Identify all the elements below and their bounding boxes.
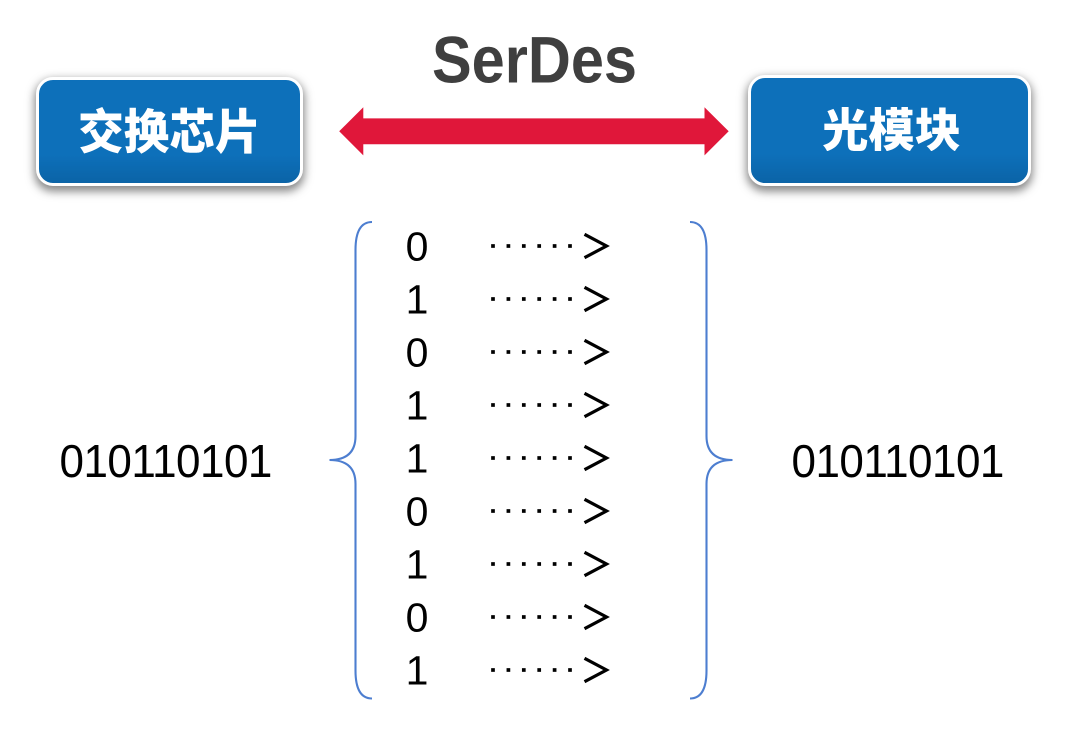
svg-text:0: 0 — [406, 330, 429, 376]
svg-text:1: 1 — [406, 383, 429, 429]
svg-text:0: 0 — [406, 224, 429, 270]
svg-text:010110101: 010110101 — [60, 435, 272, 488]
svg-text:1: 1 — [406, 542, 429, 588]
svg-text:1: 1 — [406, 436, 429, 482]
svg-text:1: 1 — [406, 277, 429, 323]
svg-text:0: 0 — [406, 595, 429, 641]
svg-text:010110101: 010110101 — [792, 435, 1004, 488]
svg-text:1: 1 — [406, 648, 429, 694]
svg-text:0: 0 — [406, 489, 429, 535]
svg-text:SerDes: SerDes — [432, 24, 637, 97]
